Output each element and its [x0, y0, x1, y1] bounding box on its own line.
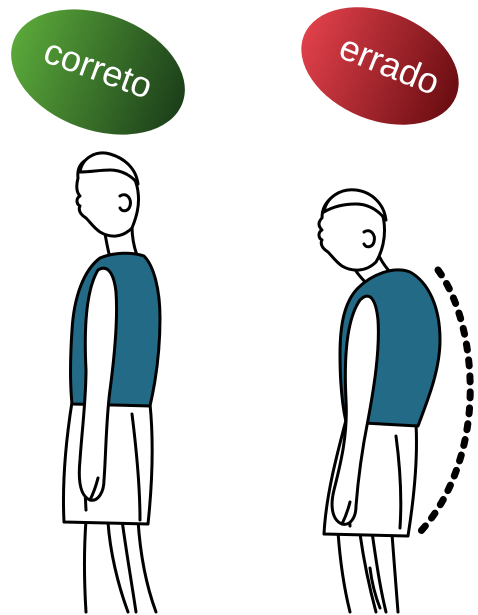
correct-posture-figure	[63, 153, 160, 612]
wrong-label-badge: errado	[284, 0, 477, 147]
correct-legs	[85, 520, 157, 612]
correct-label-badge: correto	[0, 0, 202, 157]
wrong-posture-figure	[319, 190, 440, 612]
wrong-legs	[338, 532, 398, 612]
